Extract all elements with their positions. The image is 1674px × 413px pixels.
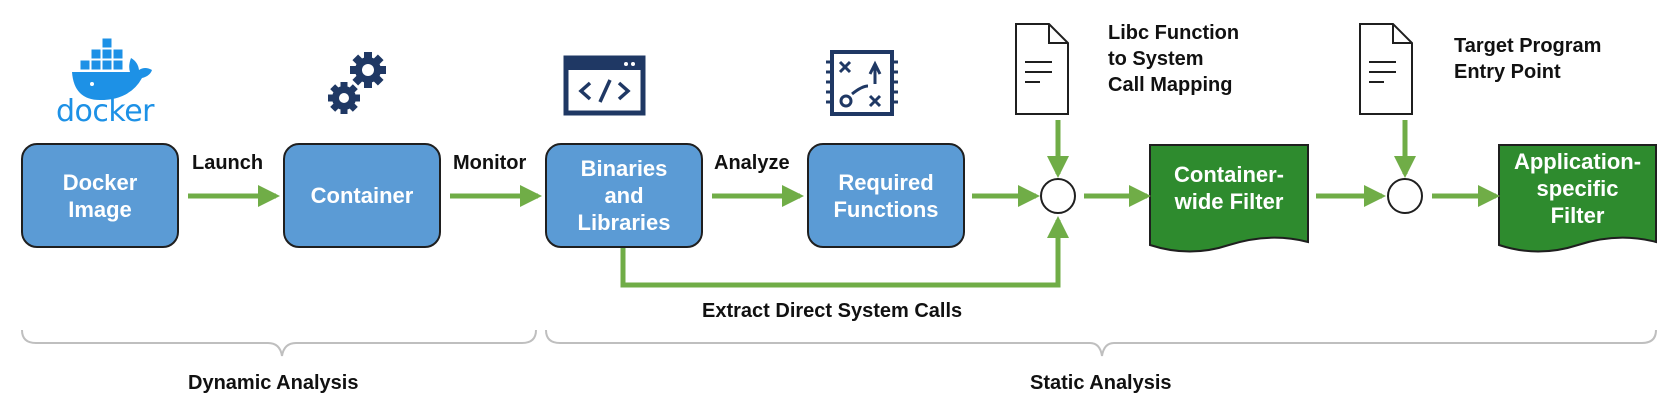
- monitor-label: Monitor: [453, 152, 527, 174]
- extract-label: Extract Direct System Calls: [702, 300, 963, 322]
- dynamic-analysis-label: Dynamic Analysis: [188, 372, 359, 394]
- static-analysis-label: Static Analysis: [1030, 372, 1172, 394]
- arrow-extract-syscalls: [620, 216, 1069, 288]
- libc-mapping-note: Libc Function to System Call Mapping: [1108, 22, 1240, 96]
- docker-image-label: Docker Image: [62, 169, 138, 222]
- merge-node: [1040, 178, 1076, 214]
- binaries-label: Binaries and Libraries: [577, 156, 671, 235]
- binaries-node: Binaries and Libraries: [545, 143, 703, 248]
- docker-whale-icon: [72, 37, 152, 100]
- entry-point-note: Target Program Entry Point: [1454, 35, 1602, 83]
- container-filter-shape: [1149, 144, 1309, 253]
- code-window-icon: [563, 55, 646, 116]
- required-functions-label: Required Functions: [833, 169, 939, 222]
- function-diagram-icon: [826, 50, 898, 116]
- launch-label: Launch: [192, 152, 264, 174]
- document-icon: [1359, 23, 1413, 115]
- container-label: Container: [310, 183, 414, 208]
- required-functions-node: Required Functions: [807, 143, 965, 248]
- docker-image-node: Docker Image: [21, 143, 179, 248]
- merge-node: [1387, 178, 1423, 214]
- analyze-label: Analyze: [714, 152, 790, 174]
- gears-icon: [328, 52, 386, 114]
- app-filter-shape: [1498, 144, 1657, 253]
- document-icon: [1015, 23, 1069, 115]
- brace-dynamic: [21, 329, 537, 357]
- app-filter-label: Application- specific Filter: [1513, 149, 1642, 228]
- container-node: Container: [283, 143, 441, 248]
- brace-static: [545, 329, 1657, 357]
- docker-wordmark: docker: [56, 94, 155, 129]
- container-filter-label: Container- wide Filter: [1174, 162, 1284, 214]
